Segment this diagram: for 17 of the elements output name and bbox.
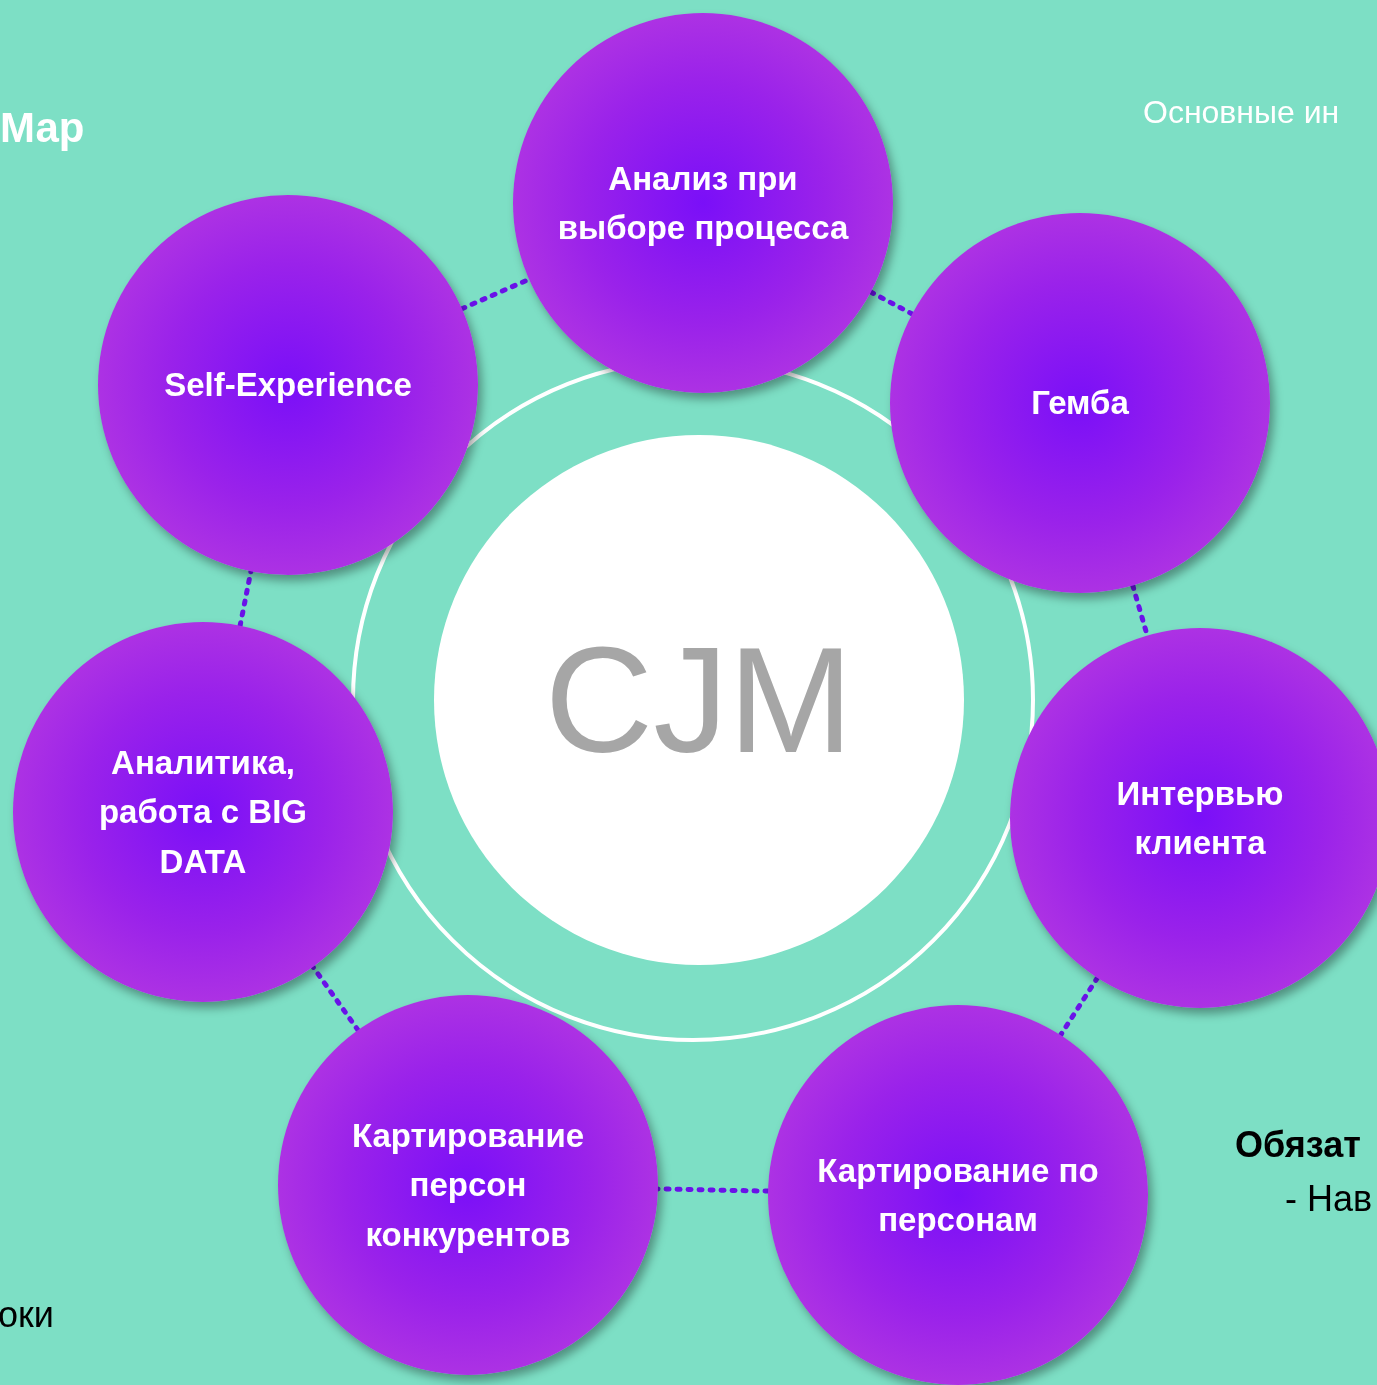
dotted-connector: [868, 289, 915, 317]
cropped-text: - Нав: [1285, 1177, 1373, 1221]
topic-label: Анализ при выборе процесса: [556, 158, 850, 248]
topic-label: Интервью клиента: [1115, 773, 1285, 863]
dotted-connector: [1058, 975, 1100, 1038]
cropped-text: Мар: [0, 103, 85, 153]
topic-label: Картирование по персонам: [816, 1150, 1100, 1240]
cropped-text: Основные ин: [1143, 93, 1340, 132]
cropped-text: Обязат: [1235, 1123, 1361, 1167]
dotted-connector: [310, 964, 361, 1033]
topic-label: Аналитика, работа с BIG DATA: [97, 742, 309, 882]
center-title: CJM: [544, 625, 854, 775]
topic-label: Гемба: [1030, 383, 1130, 424]
cropped-text: оки: [0, 1293, 54, 1337]
topic-label: Картирование персон конкурентов: [350, 1115, 586, 1255]
topic-label: Self-Experience: [163, 365, 413, 406]
dotted-connector: [237, 568, 254, 629]
